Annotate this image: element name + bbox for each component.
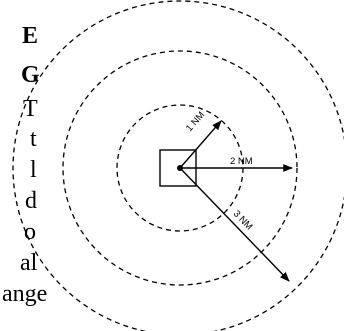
label-1nm: 1 NM <box>184 110 207 134</box>
text-fragment: t <box>30 126 37 152</box>
text-fragment: o <box>24 219 36 245</box>
text-fragment: ange <box>2 281 48 307</box>
middle-range-ring <box>62 50 298 286</box>
text-fragment: l <box>30 157 37 183</box>
arrow-1nm <box>179 120 222 169</box>
text-fragment: d <box>25 188 37 214</box>
text-fragment: al <box>20 250 38 276</box>
label-3nm: 3 NM <box>231 208 255 232</box>
text-fragment: E <box>22 23 39 49</box>
arrow-3nm <box>179 167 290 282</box>
outer-range-ring <box>12 0 344 331</box>
label-2nm: 2 NM <box>230 156 253 167</box>
text-fragment: T <box>23 96 38 122</box>
text-fragment: G <box>21 62 40 88</box>
